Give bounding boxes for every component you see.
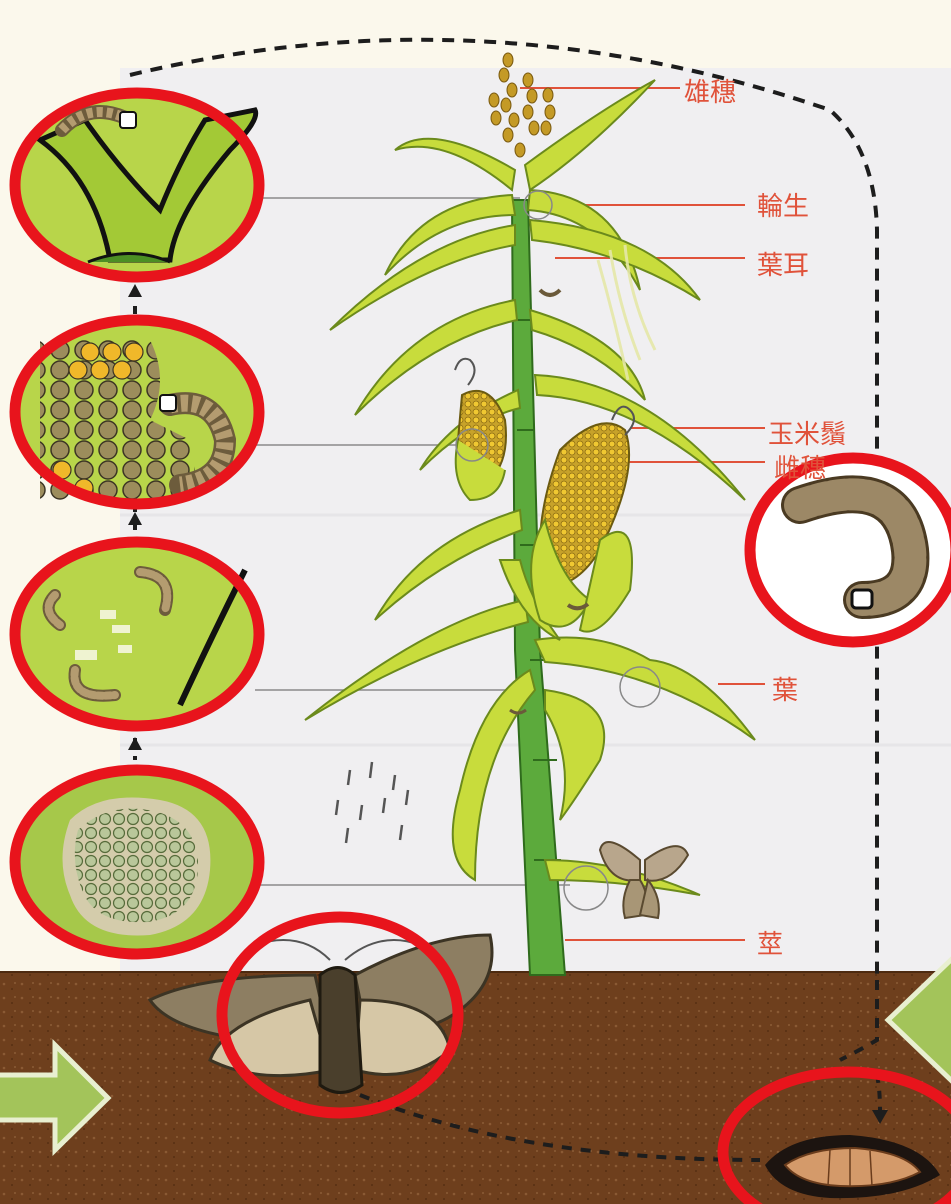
label-ear: 雌穗	[774, 448, 826, 485]
label-tassel: 雄穗	[684, 72, 736, 109]
label-leaf: 葉	[772, 670, 798, 707]
label-whorl: 輪生	[757, 186, 809, 223]
label-stem: 莖	[757, 924, 783, 961]
label-silk: 玉米鬚	[768, 414, 846, 451]
stage-circle-whorl-larva	[15, 93, 259, 277]
stage-circle-ear-larva	[15, 320, 259, 504]
label-leaf-auricle: 葉耳	[757, 245, 809, 282]
larva-icon	[750, 458, 951, 642]
egg-mass-icon	[15, 770, 259, 954]
stage-circle-leaf-larvae	[15, 542, 259, 726]
